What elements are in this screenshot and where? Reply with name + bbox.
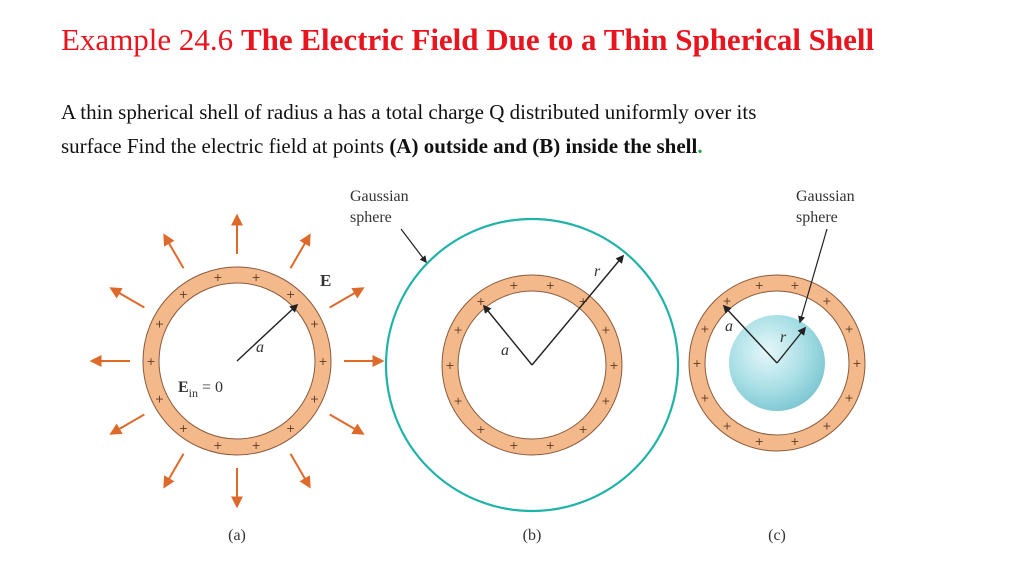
plus-charge: + [476, 423, 485, 436]
radius-arrow-a [236, 303, 299, 362]
plus-charge: + [790, 279, 799, 292]
field-arrow [109, 287, 145, 309]
shell-a-outer-edge [142, 266, 332, 456]
plus-charge: + [179, 422, 188, 435]
panel-b: + + + + + + + + + + + + + + a r Gaussian sphere (b) [350, 188, 680, 544]
title-prefix: Example 24.6 [61, 22, 241, 57]
title-bold: The Electric Field Due to a Thin Spheric… [240, 22, 875, 57]
slide-title: Example 24.6 The Electric Field Due to a… [61, 22, 874, 58]
plus-charge: + [318, 355, 327, 368]
gaussian-label-c-1: Gaussian [796, 188, 855, 205]
radius-a-arrow-b [482, 304, 533, 366]
gaussian-pointer-c [798, 228, 828, 324]
plus-charge: + [286, 422, 295, 435]
plus-charge: + [213, 271, 222, 284]
gaussian-label-c-2: sphere [796, 209, 838, 226]
field-label: E [320, 271, 331, 290]
plus-charge: + [509, 439, 518, 452]
plus-charge: + [155, 318, 164, 331]
panel-a: + + + + + + + + + + + + + + a E Ein = 0 (a) [89, 213, 385, 544]
plus-charge: + [609, 359, 618, 372]
radius-r-arrow-b [531, 254, 625, 366]
plus-charge: + [601, 323, 610, 336]
problem-line-2: surface Find the electric field at point… [61, 129, 981, 163]
plus-charge: + [453, 323, 462, 336]
plus-charge: + [453, 395, 462, 408]
field-arrow [289, 233, 311, 269]
shell-a [143, 267, 331, 455]
plus-charge: + [601, 395, 610, 408]
plus-charge: + [755, 435, 764, 448]
plus-charge: + [146, 355, 155, 368]
plus-charge: + [546, 439, 555, 452]
plus-charge: + [844, 392, 853, 405]
field-arrows [89, 213, 385, 509]
plus-charge: + [476, 295, 485, 308]
plus-charge: + [790, 435, 799, 448]
problem-statement: A thin spherical shell of radius a has a… [61, 95, 981, 163]
plus-charge: + [692, 357, 701, 370]
plus-charge: + [310, 318, 319, 331]
gaussian-label-b-1: Gaussian [350, 188, 409, 205]
a-label-b: a [501, 342, 509, 359]
shell-b-inner-edge [457, 290, 607, 440]
field-arrow [109, 413, 145, 435]
plus-charge: + [546, 279, 555, 292]
plus-charge: + [251, 439, 260, 452]
caption-b: (b) [523, 527, 542, 544]
r-label-b: r [594, 263, 601, 280]
shell-c-outer-edge [688, 274, 866, 452]
plus-charge: + [822, 295, 831, 308]
shell-c [689, 275, 865, 451]
plus-charge: + [700, 322, 709, 335]
problem-line-2-bold: (A) outside and (B) inside the shell [389, 134, 698, 158]
plus-charge: + [722, 420, 731, 433]
plus-charge: + [844, 322, 853, 335]
plus-charge: + [179, 288, 188, 301]
radius-label-a: a [256, 339, 264, 356]
problem-line-2-end: . [697, 134, 703, 158]
field-arrow [163, 453, 185, 489]
plus-charge: + [578, 295, 587, 308]
charges-c: + + + + + + + + + + + + + + [692, 279, 861, 448]
r-label-c: r [780, 329, 787, 346]
caption-a: (a) [228, 527, 246, 544]
radius-r-arrow-c [776, 326, 807, 364]
field-arrow [289, 453, 311, 489]
panel-c: + + + + + + + + + + + + + + a r Gaussian sphere (c) [688, 188, 866, 544]
plus-charge: + [509, 279, 518, 292]
plus-charge: + [722, 295, 731, 308]
plus-charge: + [310, 392, 319, 405]
charges-a: + + + + + + + + + + + + + + [146, 271, 327, 452]
plus-charge: + [700, 392, 709, 405]
radius-a-arrow-c [722, 304, 778, 364]
ein-label: Ein = 0 [178, 379, 223, 400]
problem-line-2-plain: surface Find the electric field at point… [61, 134, 390, 158]
shell-a-inner-edge [158, 282, 316, 440]
plus-charge: + [578, 423, 587, 436]
plus-charge: + [286, 288, 295, 301]
field-arrow [329, 413, 365, 435]
gaussian-sphere-b [384, 217, 680, 513]
caption-c: (c) [768, 527, 786, 544]
field-arrow [329, 287, 365, 309]
plus-charge: + [155, 392, 164, 405]
problem-line-1: A thin spherical shell of radius a has a… [61, 100, 757, 124]
plus-charge: + [852, 357, 861, 370]
shell-b [442, 275, 622, 455]
gaussian-pointer-b [400, 228, 427, 264]
plus-charge: + [822, 420, 831, 433]
plus-charge: + [755, 279, 764, 292]
shell-b-outer-edge [441, 274, 623, 456]
a-label-c: a [725, 318, 733, 335]
field-arrow [163, 233, 185, 269]
plus-charge: + [445, 359, 454, 372]
plus-charge: + [251, 271, 260, 284]
shell-c-inner-edge [704, 290, 850, 436]
plus-charge: + [213, 439, 222, 452]
charges-b: + + + + + + + + + + + + + + [445, 279, 618, 452]
gaussian-label-b-2: sphere [350, 209, 392, 226]
